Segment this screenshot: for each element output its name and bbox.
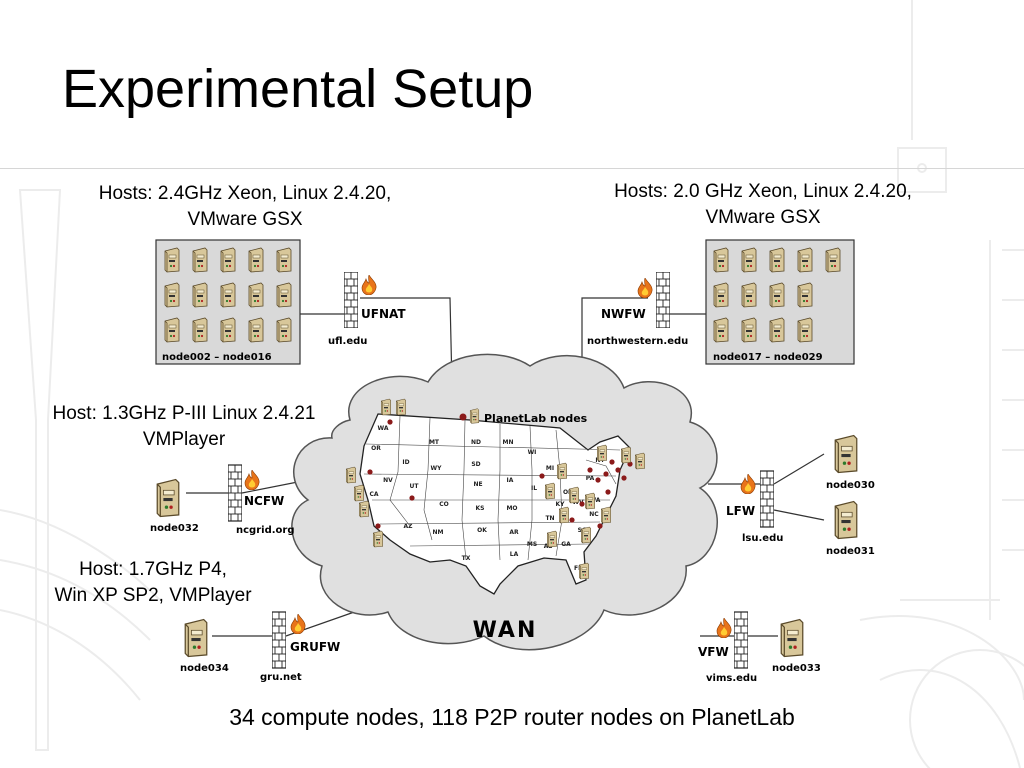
nwfw-firewall-icon bbox=[656, 272, 670, 328]
nw-node-range: node017 – node029 bbox=[713, 352, 823, 363]
vfw-firewall-icon bbox=[734, 611, 748, 669]
ncgrid-caption-line2: VMPlayer bbox=[142, 429, 226, 450]
gru-caption-line2: Win XP SP2, VMPlayer bbox=[54, 585, 252, 606]
ncgrid-domain: ncgrid.org bbox=[236, 525, 294, 536]
planetlab-legend: PlanetLab nodes bbox=[484, 412, 588, 425]
map-state-label: WI bbox=[528, 449, 537, 456]
gru-domain: gru.net bbox=[260, 672, 302, 683]
node031-label: node031 bbox=[826, 546, 875, 557]
fire-icon bbox=[740, 474, 756, 494]
map-state-label: IA bbox=[507, 477, 514, 484]
map-state-label: CO bbox=[439, 501, 449, 508]
legend-server-icon bbox=[469, 408, 480, 424]
node034-server-icon bbox=[184, 618, 208, 658]
node032-label: node032 bbox=[150, 523, 199, 534]
map-state-label: IL bbox=[531, 485, 537, 492]
map-state-label: ID bbox=[402, 459, 409, 466]
fire-icon bbox=[361, 275, 377, 295]
map-state-label: FL bbox=[574, 565, 582, 572]
map-state-label: TN bbox=[545, 515, 554, 522]
map-state-label: OK bbox=[477, 527, 487, 534]
fire-icon bbox=[244, 470, 260, 490]
ufl-node-range: node002 – node016 bbox=[162, 352, 272, 363]
map-state-label: VA bbox=[592, 497, 601, 504]
map-state-label: WY bbox=[431, 465, 443, 472]
fire-icon bbox=[290, 614, 306, 634]
lsu-domain: lsu.edu bbox=[742, 533, 783, 544]
map-state-label: UT bbox=[410, 483, 420, 490]
node034-label: node034 bbox=[180, 663, 229, 674]
map-state-label: WA bbox=[378, 425, 389, 432]
map-state-label: SD bbox=[471, 461, 480, 468]
map-state-label: MN bbox=[503, 439, 514, 446]
map-state-label: KS bbox=[476, 505, 485, 512]
map-state-label: OH bbox=[563, 489, 573, 496]
map-state-label: NM bbox=[433, 529, 444, 536]
nw-caption-line2: VMware GSX bbox=[705, 207, 821, 228]
map-state-label: PA bbox=[586, 475, 595, 482]
fire-icon bbox=[716, 618, 732, 638]
vims-domain: vims.edu bbox=[706, 673, 757, 684]
map-state-label: NE bbox=[473, 481, 482, 488]
map-state-label: NV bbox=[383, 477, 393, 484]
node031-server-icon bbox=[834, 500, 858, 540]
slide-footer: 34 compute nodes, 118 P2P router nodes o… bbox=[229, 704, 795, 730]
grufw-firewall-icon bbox=[272, 611, 286, 669]
legend-dot bbox=[459, 413, 467, 421]
map-state-label: GA bbox=[561, 541, 571, 548]
title-divider bbox=[0, 168, 1024, 169]
fire-icon bbox=[637, 278, 653, 298]
wan-label: WAN bbox=[473, 618, 538, 643]
map-state-label: MS bbox=[527, 541, 537, 548]
map-state-label: LA bbox=[510, 551, 519, 558]
nw-host-box: node017 – node029 bbox=[705, 239, 855, 365]
map-state-label: TX bbox=[462, 555, 471, 562]
gru-caption-line1: Host: 1.7GHz P4, bbox=[79, 559, 227, 580]
node032-server-icon bbox=[156, 478, 180, 518]
map-state-label: MO bbox=[506, 505, 517, 512]
map-state-label: OR bbox=[371, 445, 381, 452]
ufl-host-caption: Hosts: 2.4GHz Xeon, Linux 2.4.20, VMware… bbox=[60, 181, 430, 233]
gru-host-caption: Host: 1.7GHz P4, Win XP SP2, VMPlayer bbox=[18, 557, 288, 609]
ncgrid-host-caption: Host: 1.3GHz P-III Linux 2.4.21 VMPlayer bbox=[14, 401, 354, 453]
nw-caption-line1: Hosts: 2.0 GHz Xeon, Linux 2.4.20, bbox=[614, 181, 912, 202]
ufnat-firewall-icon bbox=[344, 272, 358, 328]
map-state-label: ND bbox=[471, 439, 481, 446]
grufw-label: GRUFW bbox=[290, 640, 340, 654]
northwestern-domain: northwestern.edu bbox=[587, 336, 688, 347]
node030-server-icon bbox=[834, 434, 858, 474]
us-map: WA OR ID MT WY ND SD NE MN IA WI IL IN O… bbox=[345, 398, 646, 595]
ufnat-label: UFNAT bbox=[361, 307, 406, 321]
map-state-label: MT bbox=[429, 439, 440, 446]
node033-server-icon bbox=[780, 618, 804, 658]
map-state-label: MI bbox=[546, 465, 554, 472]
map-state-label: AR bbox=[509, 529, 519, 536]
lfw-label: LFW bbox=[726, 504, 755, 518]
ncfw-firewall-icon bbox=[228, 464, 242, 522]
map-state-label: CA bbox=[369, 491, 378, 498]
slide-title: Experimental Setup bbox=[62, 59, 534, 119]
map-state-label: AZ bbox=[404, 523, 414, 530]
node030-label: node030 bbox=[826, 480, 875, 491]
ufl-caption-line2: VMware GSX bbox=[187, 209, 303, 230]
vfw-label: VFW bbox=[698, 645, 729, 659]
nw-host-caption: Hosts: 2.0 GHz Xeon, Linux 2.4.20, VMwar… bbox=[578, 179, 948, 231]
lfw-firewall-icon bbox=[760, 470, 774, 528]
node033-label: node033 bbox=[772, 663, 821, 674]
ufl-caption-line1: Hosts: 2.4GHz Xeon, Linux 2.4.20, bbox=[98, 183, 392, 204]
ufl-host-box: node002 – node016 bbox=[155, 239, 301, 365]
nwfw-label: NWFW bbox=[601, 307, 646, 321]
map-state-label: NC bbox=[589, 511, 599, 518]
ncfw-label: NCFW bbox=[244, 494, 284, 508]
ufl-domain: ufl.edu bbox=[328, 336, 367, 347]
ncgrid-caption-line1: Host: 1.3GHz P-III Linux 2.4.21 bbox=[52, 403, 316, 424]
map-state-label: KY bbox=[556, 501, 566, 508]
